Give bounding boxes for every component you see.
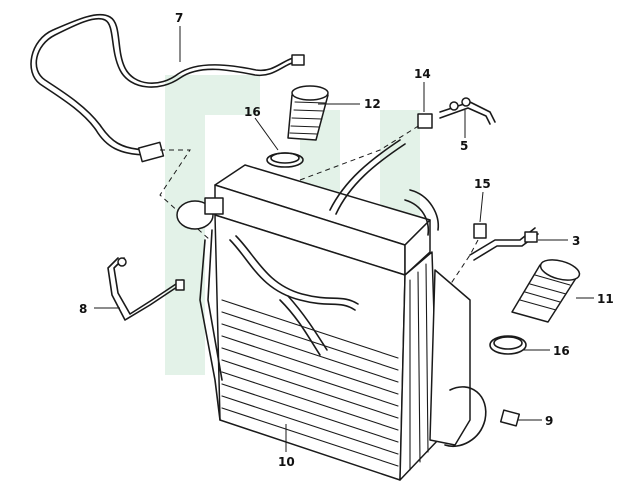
callout-9: 9 [518,414,553,428]
callout-label-5: 5 [460,139,468,153]
hose-11 [511,259,581,323]
callout-label-3: 3 [572,234,580,248]
clamp-16-lower [489,335,527,355]
fitting-15 [473,223,487,239]
callout-label-10: 10 [278,455,295,469]
callout-7: 7 [175,11,183,62]
callout-12: 12 [318,97,381,111]
callout-16-lower: 16 [522,344,570,358]
callout-5: 5 [460,110,468,153]
callout-label-14: 14 [414,67,431,81]
fitting-9 [499,409,521,427]
callout-16-upper: 16 [244,105,279,151]
radiator-assembly-10 [176,139,487,481]
callout-15: 15 [474,177,491,223]
callout-3: 3 [538,234,580,248]
fitting-14 [417,113,433,129]
callout-label-12: 12 [364,97,381,111]
callout-label-9: 9 [545,414,553,428]
hose-12 [287,85,329,141]
callout-label-16-lower: 16 [553,344,570,358]
callouts: 7 12 16 14 5 15 3 11 [79,11,614,469]
hose-line-7 [30,13,305,163]
callout-14: 14 [414,67,431,112]
callout-label-16-upper: 16 [244,105,261,119]
clamp-16-upper [266,152,304,168]
callout-label-15: 15 [474,177,491,191]
callout-10: 10 [278,424,295,469]
callout-label-8: 8 [79,302,87,316]
callout-label-11: 11 [597,292,614,306]
callout-8: 8 [79,302,120,316]
callout-label-7: 7 [175,11,183,25]
pipe-5 [439,97,496,125]
pipe-3 [469,227,539,261]
callout-11: 11 [576,292,614,306]
